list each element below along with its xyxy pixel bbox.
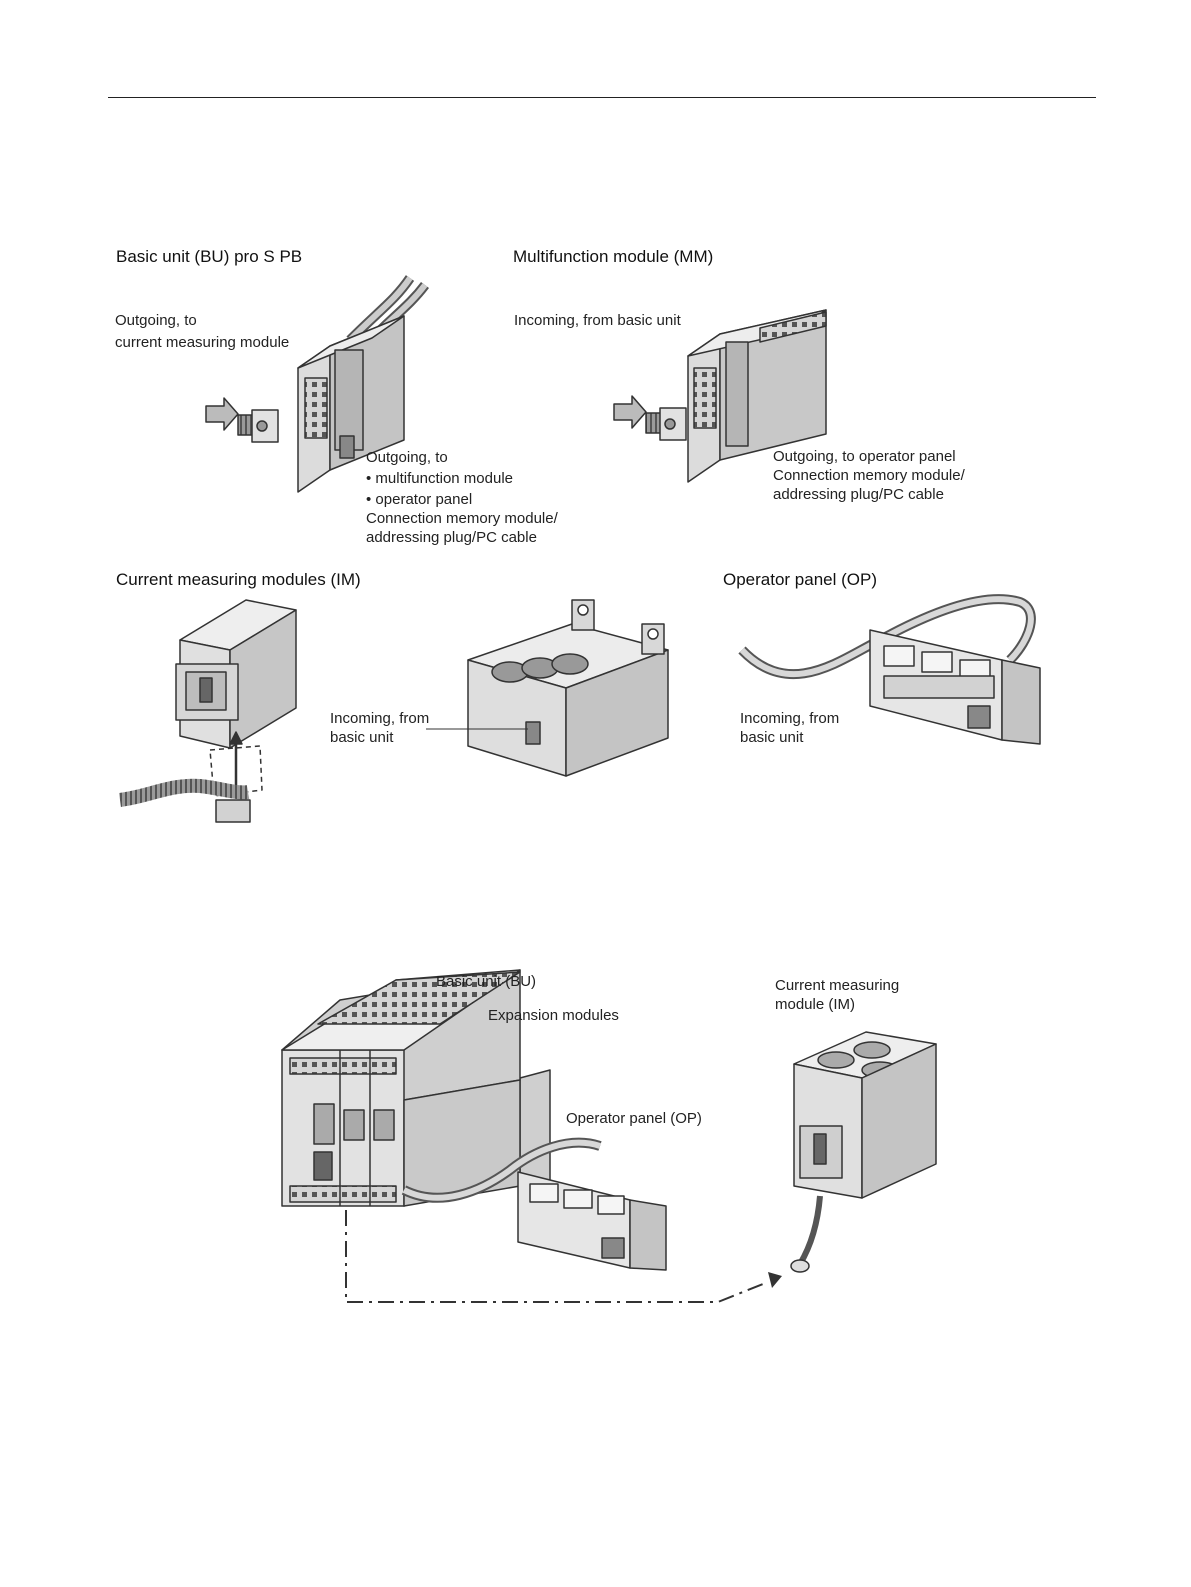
assembled-system-illustration [281, 969, 667, 1271]
label-line: • operator panel [366, 491, 473, 508]
fig2-expansion-label: Expansion modules [488, 1007, 619, 1024]
operator-panel-illustration [738, 594, 1041, 745]
current-measuring-module-small-illustration [118, 599, 297, 823]
dashdot-connection-line [345, 1210, 769, 1303]
label-line: Current measuring [775, 977, 900, 994]
current-measuring-module-fig2-illustration [790, 1031, 937, 1273]
fig2-bu-label: Basic unit (BU) [436, 973, 537, 990]
label-line: basic unit [330, 729, 394, 746]
label-line: Connection memory module/ [366, 510, 558, 527]
label-line: Outgoing, to operator panel [773, 448, 956, 465]
bu-outgoing-mm-label: Outgoing, to • multifunction module • op… [366, 448, 558, 547]
label-line: current measuring module [115, 334, 290, 351]
fig2-op-label: Operator panel (OP) [566, 1110, 702, 1127]
op-incoming-label: Incoming, from basic unit [740, 709, 839, 747]
header-rule [108, 97, 1096, 98]
im-incoming-label: Incoming, from basic unit [330, 709, 429, 747]
label-line: Outgoing, to [115, 312, 197, 329]
mm-outgoing-label: Outgoing, to operator panel Connection m… [773, 447, 965, 504]
label-line: Incoming, from [330, 710, 430, 727]
current-measuring-module-large-illustration [467, 599, 669, 777]
label-line: addressing plug/PC cable [773, 486, 944, 503]
basic-unit-illustration [205, 275, 429, 493]
label-line: Connection memory module/ [773, 467, 965, 484]
im-heading: Current measuring modules (IM) [116, 570, 361, 589]
label-line: module (IM) [775, 996, 856, 1013]
mm-heading: Multifunction module (MM) [513, 247, 714, 266]
op-heading: Operator panel (OP) [723, 570, 878, 589]
label-line: addressing plug/PC cable [366, 529, 537, 546]
label-line: • multifunction module [366, 470, 513, 487]
mm-incoming-label: Incoming, from basic unit [514, 312, 681, 329]
label-line: basic unit [740, 729, 804, 746]
label-line: Incoming, from [740, 710, 840, 727]
fig2-im-label: Current measuring module (IM) [775, 976, 899, 1014]
bu-outgoing-im-label: Outgoing, to current measuring module [115, 311, 289, 352]
label-line: Outgoing, to [366, 449, 448, 466]
connection-arrowhead [768, 1272, 782, 1288]
bu-heading: Basic unit (BU) pro S PB [116, 247, 303, 266]
multifunction-module-illustration [613, 309, 827, 483]
